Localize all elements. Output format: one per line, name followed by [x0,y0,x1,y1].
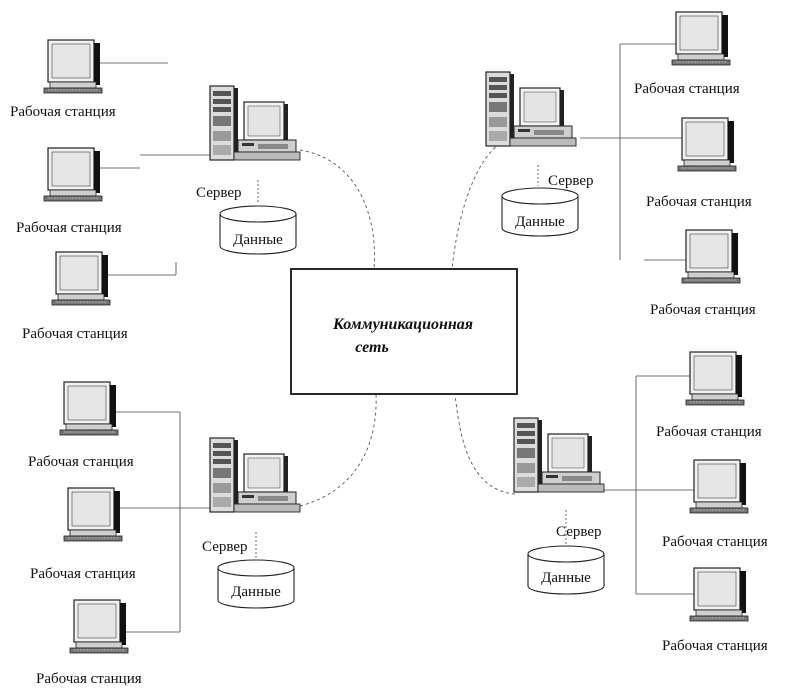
workstation-label: Рабочая станция [656,424,762,440]
workstation-icon [681,229,741,284]
link-top-left [299,149,375,270]
workstation-icon [689,567,749,622]
workstation-label: Рабочая станция [22,326,128,342]
workstation-icon [685,351,745,406]
workstation-icon [43,147,103,202]
workstation-icon [671,11,731,66]
database-label: Данные [541,570,591,586]
workstation-icon [59,381,119,436]
workstation-label: Рабочая станция [650,302,756,318]
server-label: Сервер [202,539,248,555]
workstation-icon [677,117,737,172]
cluster-bottom-right: Рабочая станция Рабочая станция Рабочая … [513,351,768,654]
server-icon [485,71,577,147]
network-label-line1: Коммуникационная [332,316,473,333]
server-icon [209,85,301,161]
workstation-label: Рабочая станция [28,454,134,470]
cluster-bottom-left: Рабочая станция Рабочая станция Рабочая … [28,381,301,687]
link-bottom-left [299,393,377,507]
workstation-label: Рабочая станция [634,81,740,97]
workstation-icon [43,39,103,94]
link-bottom-right [454,393,516,495]
cluster-top-right: Рабочая станция Рабочая станция Рабочая … [485,11,756,318]
server-icon [513,417,605,493]
workstation-label: Рабочая станция [10,104,116,120]
server-icon [209,437,301,513]
server-label: Сервер [548,173,594,189]
server-label: Сервер [196,185,242,201]
database-label: Данные [231,584,281,600]
communication-network: Коммуникационная сеть [290,268,518,395]
server-label: Сервер [556,524,602,540]
workstation-icon [51,251,111,306]
workstation-label: Рабочая станция [30,566,136,582]
database-label: Данные [233,232,283,248]
workstation-label: Рабочая станция [662,534,768,550]
workstation-label: Рабочая станция [646,194,752,210]
workstation-icon [63,487,123,542]
network-label-line2: сеть [355,339,389,356]
database-label: Данные [515,214,565,230]
workstation-icon [69,599,129,654]
workstation-label: Рабочая станция [16,220,122,236]
workstation-label: Рабочая станция [36,671,142,687]
workstation-icon [689,459,749,514]
cluster-top-left: Рабочая станция Рабочая станция Рабочая … [10,39,301,342]
link-top-right [451,139,506,270]
workstation-label: Рабочая станция [662,638,768,654]
